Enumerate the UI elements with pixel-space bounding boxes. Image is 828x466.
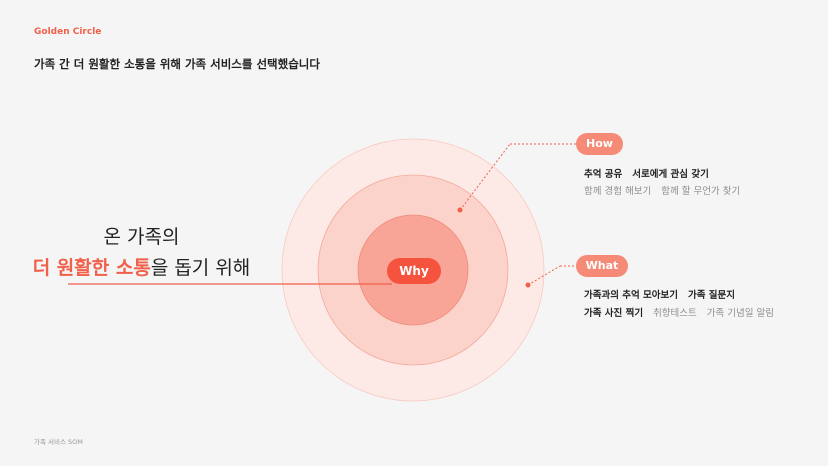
what-row-1: 가족과의 추억 모아보기 가족 질문지 [584, 287, 745, 301]
what-item: 취향테스트 [653, 308, 697, 319]
page-headline: 가족 간 더 원활한 소통을 위해 가족 서비스를 선택했습니다 [34, 57, 320, 71]
what-item: 가족과의 추억 모아보기 [584, 290, 679, 301]
slogan-line-2: 더 원활한 소통을 돕기 위해 [0, 253, 283, 280]
what-pill: What [576, 255, 628, 277]
slogan-line-1: 온 가족의 [103, 226, 180, 248]
why-pill: Why [387, 258, 441, 284]
footer-label: 가족 서비스 SOM [34, 438, 83, 446]
how-primary-row: 추억 공유 서로에게 관심 갖기 [584, 166, 719, 180]
how-dot [457, 207, 463, 213]
how-secondary-row: 함께 경험 해보기 함께 할 무언가 찾기 [584, 183, 750, 197]
how-item: 추억 공유 [584, 169, 623, 180]
how-item: 서로에게 관심 갖기 [632, 169, 709, 180]
slogan-rest: 을 돕기 위해 [150, 257, 251, 279]
how-item: 함께 경험 해보기 [584, 186, 652, 197]
how-connector [459, 143, 511, 211]
what-dot [525, 282, 531, 288]
how-pill: How [576, 133, 623, 155]
what-item: 가족 기념일 알림 [706, 308, 774, 319]
section-eyebrow: Golden Circle [34, 27, 102, 37]
how-item: 함께 할 무언가 찾기 [661, 186, 741, 197]
slogan-highlight: 더 원활한 소통 [32, 257, 151, 279]
what-item: 가족 질문지 [688, 290, 736, 301]
what-item: 가족 사진 찍기 [584, 308, 644, 319]
what-row-2: 가족 사진 찍기 취향테스트 가족 기념일 알림 [584, 305, 784, 319]
